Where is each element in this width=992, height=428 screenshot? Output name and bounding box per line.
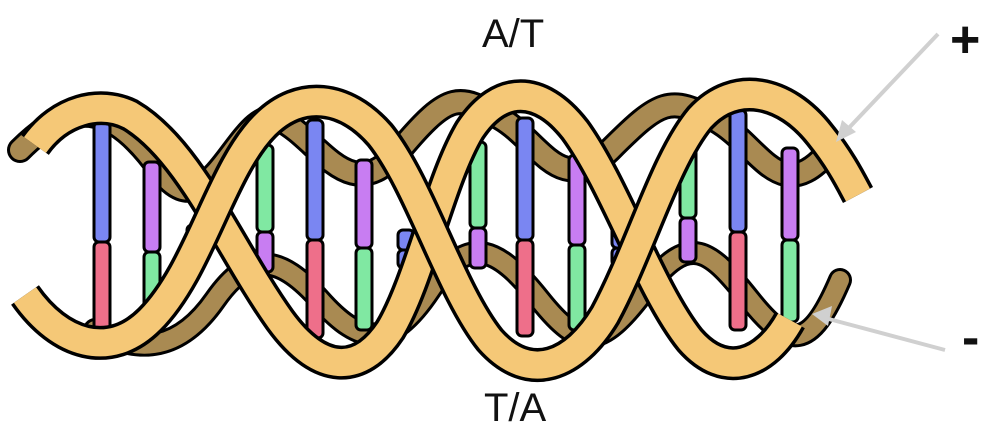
base-pair-13-bottom	[730, 232, 746, 330]
top-pair-label: A/T	[482, 14, 544, 54]
base-pair-2-top	[144, 162, 160, 252]
base-pair-9-bottom	[517, 240, 533, 336]
base-pair-14-bottom	[782, 240, 798, 322]
base-pair-10-bottom	[569, 245, 585, 330]
plus-strand-label: +	[950, 14, 980, 66]
base-pair-1-bottom	[94, 242, 110, 338]
pointer-arrow-plus-icon	[836, 34, 938, 142]
base-pair-5-top	[307, 120, 323, 240]
base-pair-14-top	[782, 148, 798, 240]
base-pair-6-top	[356, 160, 372, 248]
base-pair-1-top	[94, 122, 110, 242]
base-pair-12-bottom	[680, 218, 696, 262]
base-pair-9-top	[517, 118, 533, 240]
base-pair-13-top	[730, 110, 746, 232]
bottom-pair-label: T/A	[484, 388, 546, 428]
base-pair-5-bottom	[307, 240, 323, 338]
minus-strand-label: -	[962, 312, 979, 364]
base-pair-6-bottom	[356, 248, 372, 330]
base-pair-8-bottom	[470, 228, 486, 268]
